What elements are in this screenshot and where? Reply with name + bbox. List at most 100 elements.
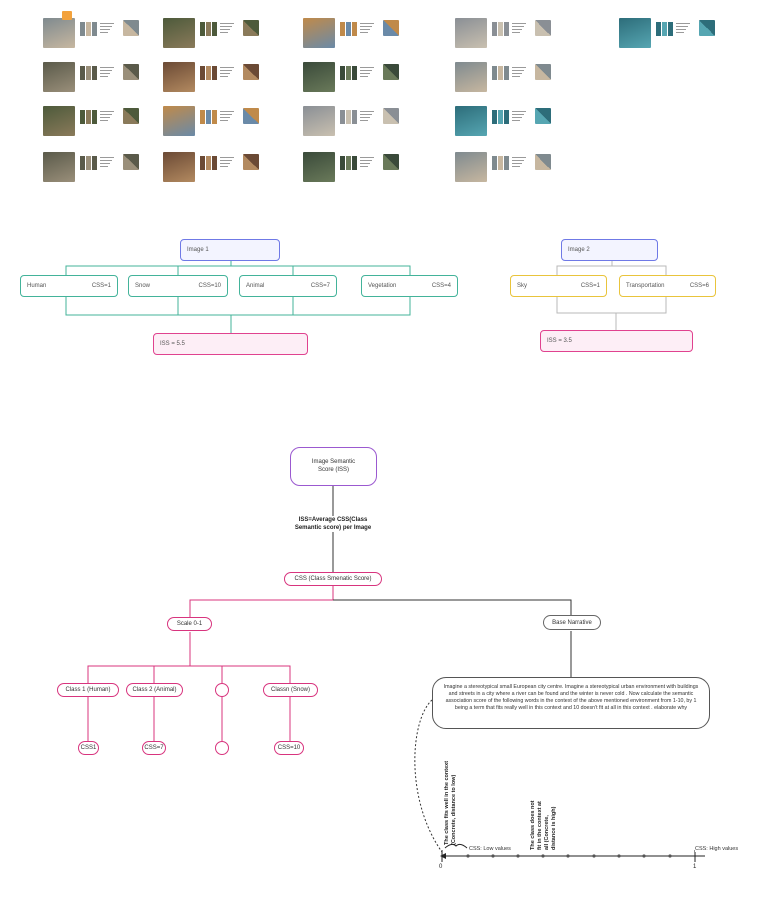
text-line xyxy=(220,73,230,74)
class-pill-label: Class 1 (Human) xyxy=(65,687,111,693)
axis-one-label: 1 xyxy=(693,864,697,870)
text-line xyxy=(100,32,108,33)
swatch-block xyxy=(86,110,91,124)
swatch-block xyxy=(352,110,357,124)
thumbnail-collage xyxy=(383,108,399,124)
swatch-block xyxy=(212,66,217,80)
base-narrative-node: Base Narrative xyxy=(543,615,601,630)
text-line xyxy=(360,163,370,164)
thumbnail-collage xyxy=(383,64,399,80)
swatch-block xyxy=(206,66,211,80)
thumbnail-image xyxy=(303,18,335,48)
text-line xyxy=(512,163,522,164)
thumbnail-collage xyxy=(243,108,259,124)
narrative-text: Imagine a stereotypical small European c… xyxy=(443,684,699,712)
class-css: CSS=6 xyxy=(689,283,709,289)
text-line xyxy=(220,26,232,27)
image2-label: Image 2 xyxy=(568,247,590,253)
iss-formula-text: ISS=Average CSS(Class Semantic score) pe… xyxy=(294,517,372,532)
iss-title-node: Image Semantic Score (ISS) xyxy=(290,447,377,486)
text-line xyxy=(360,26,372,27)
css-pill-2: CSS=7 xyxy=(142,741,166,755)
swatch-block xyxy=(80,22,85,36)
text-line xyxy=(100,160,112,161)
thumbnail-collage xyxy=(383,154,399,170)
text-line xyxy=(220,32,228,33)
scale-label: Scale 0-1 xyxy=(176,621,203,627)
swatch-block xyxy=(656,22,661,36)
text-line xyxy=(100,29,110,30)
swatch-block xyxy=(352,22,357,36)
swatch-block xyxy=(86,66,91,80)
thumbnail-image xyxy=(43,106,75,136)
text-line xyxy=(100,67,114,68)
swatch-block xyxy=(492,110,497,124)
text-line xyxy=(512,67,526,68)
swatch-block xyxy=(340,156,345,170)
base-narrative-label: Base Narrative xyxy=(552,619,592,626)
text-line xyxy=(100,163,110,164)
text-line xyxy=(100,166,108,167)
image2-node: Image 2 xyxy=(561,239,658,261)
text-line xyxy=(512,160,524,161)
swatch-block xyxy=(662,22,667,36)
image1-label: Image 1 xyxy=(187,247,209,253)
class-pill-empty xyxy=(215,683,229,697)
thumbnail-image xyxy=(303,152,335,182)
thumbnail-collage xyxy=(123,64,139,80)
swatch-block xyxy=(92,110,97,124)
swatch-block xyxy=(498,22,503,36)
thumbnail-image xyxy=(303,106,335,136)
thumbnail-collage xyxy=(123,154,139,170)
swatch-block xyxy=(92,156,97,170)
swatch-block xyxy=(492,156,497,170)
class-node-vegetation: Vegetation CSS=4 xyxy=(361,275,458,297)
thumbnail-collage xyxy=(243,64,259,80)
class-node-transportation: Transportation CSS=6 xyxy=(619,275,716,297)
swatch-block xyxy=(86,22,91,36)
notfits-annotation: The class does not fit in the context at… xyxy=(530,798,559,850)
thumbnail-image xyxy=(619,18,651,48)
css-label: CSS (Class Smenatic Score) xyxy=(294,576,372,582)
swatch-block xyxy=(498,156,503,170)
swatch-block xyxy=(340,22,345,36)
thumbnail-collage xyxy=(535,20,551,36)
text-line xyxy=(220,157,234,158)
text-line xyxy=(360,70,372,71)
text-line xyxy=(100,70,112,71)
thumbnail-collage xyxy=(699,20,715,36)
swatch-block xyxy=(352,156,357,170)
text-line xyxy=(512,120,520,121)
text-line xyxy=(512,26,524,27)
swatch-block xyxy=(80,66,85,80)
text-line xyxy=(220,70,232,71)
swatch-block xyxy=(80,110,85,124)
swatch-block xyxy=(504,156,509,170)
class-name: Sky xyxy=(517,283,528,289)
thumbnail-image xyxy=(43,18,75,48)
text-line xyxy=(100,111,114,112)
thumbnail-image xyxy=(43,62,75,92)
swatch-block xyxy=(212,156,217,170)
swatch-block xyxy=(212,110,217,124)
swatch-block xyxy=(206,22,211,36)
thumbnail-image xyxy=(43,152,75,182)
swatch-block xyxy=(86,156,91,170)
text-line xyxy=(360,157,374,158)
text-line xyxy=(676,26,688,27)
thumbnail-collage xyxy=(535,64,551,80)
text-line xyxy=(512,23,526,24)
class-pill-label: Class 2 (Animal) xyxy=(132,687,177,693)
text-line xyxy=(100,76,108,77)
text-line xyxy=(100,157,114,158)
css-pill-1: CSS1 xyxy=(78,741,99,755)
class-name: Human xyxy=(27,283,47,289)
css-node: CSS (Class Smenatic Score) xyxy=(284,572,382,586)
text-line xyxy=(360,111,374,112)
text-line xyxy=(220,117,230,118)
swatch-block xyxy=(346,110,351,124)
text-line xyxy=(220,160,232,161)
text-line xyxy=(360,67,374,68)
thumbnail-image xyxy=(455,152,487,182)
